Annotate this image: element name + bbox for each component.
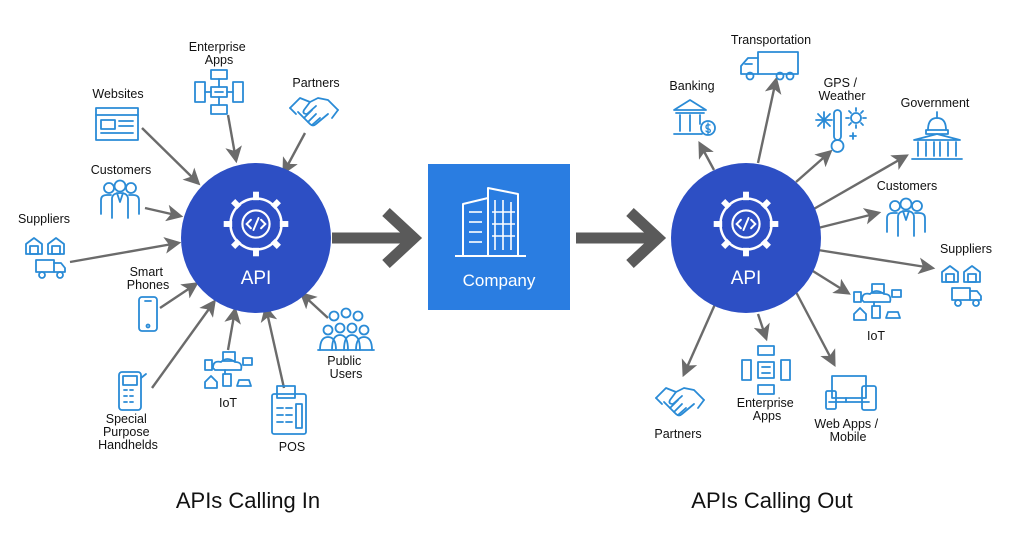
node-label: Web Apps / Mobile xyxy=(814,417,881,444)
node-websites-in: Websites xyxy=(92,87,144,141)
node-iot-in: IoT xyxy=(204,351,253,410)
pos-terminal-icon xyxy=(271,385,307,435)
node-gps-weather-out: GPS / Weather xyxy=(815,76,867,153)
node-label: Enterprise Apps xyxy=(737,396,797,423)
right-outgoing-arrows xyxy=(681,76,936,378)
node-enterprise-apps-in: Enterprise Apps xyxy=(189,40,249,115)
node-banking-out: Banking xyxy=(669,79,716,136)
node-iot-out: IoT xyxy=(853,283,902,343)
browser-window-icon xyxy=(95,107,139,141)
company-box: Company xyxy=(428,164,570,310)
right-hub-label: API xyxy=(731,268,762,289)
node-label: Public Users xyxy=(327,354,365,381)
crowd-icon xyxy=(317,307,375,351)
weather-icon xyxy=(815,107,867,153)
iot-network-icon xyxy=(853,283,902,321)
node-label: Partners xyxy=(654,427,701,441)
node-label: Partners xyxy=(292,76,339,90)
left-incoming-arrows xyxy=(69,114,329,389)
capitol-icon xyxy=(911,111,963,160)
server-network-icon xyxy=(194,69,244,115)
node-public-users-in: Public Users xyxy=(317,307,375,381)
left-hub-label: API xyxy=(241,268,272,289)
node-label: Smart Phones xyxy=(127,265,169,292)
handshake-icon xyxy=(289,97,339,127)
node-label: IoT xyxy=(219,396,237,410)
node-label: GPS / Weather xyxy=(818,76,865,103)
handshake-icon xyxy=(655,387,705,417)
node-enterprise-apps-out: Enterprise Apps xyxy=(737,345,797,423)
right-api-hub: API xyxy=(671,163,821,313)
node-label: Suppliers xyxy=(18,212,70,226)
left-caption: APIs Calling In xyxy=(176,488,320,513)
node-suppliers-in: Suppliers xyxy=(18,212,70,279)
people-group-icon xyxy=(100,179,140,219)
office-building-icon xyxy=(455,187,526,257)
node-suppliers-out: Suppliers xyxy=(940,242,992,307)
bank-icon xyxy=(673,99,716,136)
company-label: Company xyxy=(463,271,536,290)
node-label: Customers xyxy=(91,163,151,177)
node-partners-in: Partners xyxy=(289,76,340,127)
handheld-scanner-icon xyxy=(118,371,147,411)
node-special-handhelds-in: Special Purpose Handhelds xyxy=(98,371,158,452)
node-pos-in: POS xyxy=(271,385,307,454)
warehouse-truck-icon xyxy=(941,265,982,307)
node-government-out: Government xyxy=(901,96,970,160)
node-transportation-out: Transportation xyxy=(731,33,811,81)
server-network-icon xyxy=(741,345,791,395)
people-group-icon xyxy=(886,197,926,237)
big-arrow-out xyxy=(576,207,667,269)
left-api-hub: API xyxy=(181,163,331,313)
node-smart-phones-in: Smart Phones xyxy=(127,265,169,332)
node-customers-out: Customers xyxy=(877,179,937,237)
warehouse-truck-icon xyxy=(25,237,66,279)
node-label: Customers xyxy=(877,179,937,193)
node-label: Suppliers xyxy=(940,242,992,256)
node-label: Enterprise Apps xyxy=(189,40,249,67)
node-label: Transportation xyxy=(731,33,811,47)
truck-icon xyxy=(740,51,799,81)
iot-network-icon xyxy=(204,351,253,389)
node-label: Special Purpose Handhelds xyxy=(98,412,158,452)
node-label: Websites xyxy=(92,87,143,101)
node-label: POS xyxy=(279,440,305,454)
node-label: IoT xyxy=(867,329,885,343)
node-partners-out: Partners xyxy=(654,387,705,441)
devices-icon xyxy=(825,375,877,411)
node-customers-in: Customers xyxy=(91,163,151,219)
big-arrow-in xyxy=(332,207,423,269)
node-label: Government xyxy=(901,96,970,110)
smartphone-icon xyxy=(138,296,158,332)
node-label: Banking xyxy=(669,79,714,93)
node-web-apps-mobile-out: Web Apps / Mobile xyxy=(814,375,881,444)
right-caption: APIs Calling Out xyxy=(691,488,852,513)
